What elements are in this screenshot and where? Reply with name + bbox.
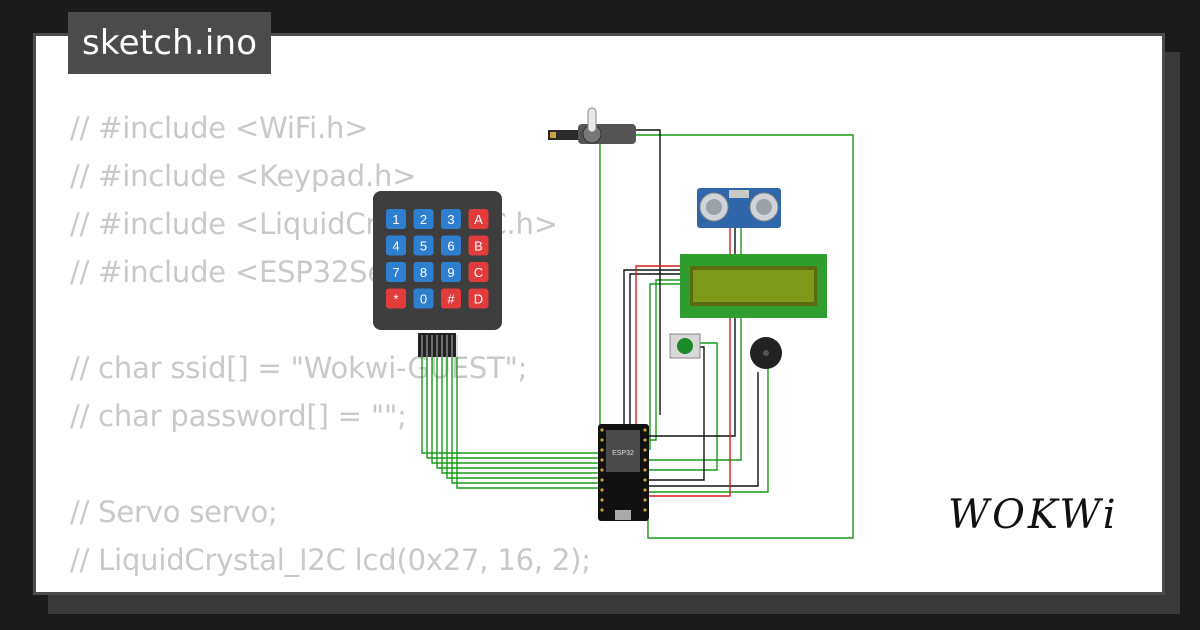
lcd-16x2[interactable] xyxy=(680,254,827,318)
green-wires xyxy=(421,134,854,539)
code-line: // #include <Keypad.h> xyxy=(70,159,417,193)
keypad-key-label: B xyxy=(474,239,483,254)
keypad-key-label: 6 xyxy=(447,239,454,254)
keypad-key-label: 0 xyxy=(420,292,427,307)
keypad-key-label: 2 xyxy=(420,212,427,227)
keypad-key-label: 8 xyxy=(420,265,427,280)
keypad-key-label: 3 xyxy=(447,212,454,227)
keypad-key[interactable] xyxy=(386,288,406,309)
keypad-key[interactable] xyxy=(413,288,434,309)
code-line: // #include <WiFi.h> xyxy=(70,111,369,145)
keypad-key[interactable] xyxy=(468,209,489,229)
keypad-key[interactable] xyxy=(386,209,406,229)
keypad-4x4[interactable]: 1 2 3 A 4 5 6 B 7 8 9 C * 0 # D xyxy=(373,191,502,357)
keypad-key-label: 5 xyxy=(420,239,427,254)
keypad-key[interactable] xyxy=(386,262,406,282)
keypad-key-label: 4 xyxy=(392,239,399,254)
code-line: // char password[] = ""; xyxy=(70,399,407,433)
keypad-key-label: 1 xyxy=(392,212,399,227)
keypad-key-label: # xyxy=(447,292,455,307)
keypad-key[interactable] xyxy=(441,209,461,229)
keypad-key-label: C xyxy=(474,265,483,280)
keypad-key-label: A xyxy=(474,212,483,227)
keypad-key[interactable] xyxy=(413,262,434,282)
keypad-key[interactable] xyxy=(386,235,406,256)
ultrasonic-sensor[interactable] xyxy=(697,188,781,228)
push-button[interactable] xyxy=(669,333,701,359)
keypad-key-label: 7 xyxy=(392,265,399,280)
keypad-key[interactable] xyxy=(441,288,461,309)
keypad-key-label: 9 xyxy=(447,265,454,280)
esp32-chip-label: ESP32 xyxy=(612,450,634,457)
keypad-key[interactable] xyxy=(468,262,489,282)
keypad-key[interactable] xyxy=(413,209,434,229)
keypad-key[interactable] xyxy=(413,235,434,256)
wokwi-logo: WOKWi xyxy=(948,492,1119,538)
keypad-key-label: * xyxy=(393,292,398,307)
keypad-key[interactable] xyxy=(441,235,461,256)
code-line: // Servo servo; xyxy=(70,495,278,529)
keypad-key[interactable] xyxy=(468,235,489,256)
keypad-key[interactable] xyxy=(441,262,461,282)
keypad-key-label: D xyxy=(474,292,483,307)
esp32-board[interactable]: ESP32 xyxy=(598,424,649,521)
sketch-file-tab[interactable]: sketch.ino xyxy=(68,12,272,74)
keypad-key[interactable] xyxy=(468,288,489,309)
buzzer[interactable] xyxy=(750,337,782,369)
code-line: // LiquidCrystal_I2C lcd(0x27, 16, 2); xyxy=(70,543,591,577)
servo-motor[interactable] xyxy=(548,107,636,144)
code-line: // char ssid[] = "Wokwi-GUEST"; xyxy=(70,351,528,385)
